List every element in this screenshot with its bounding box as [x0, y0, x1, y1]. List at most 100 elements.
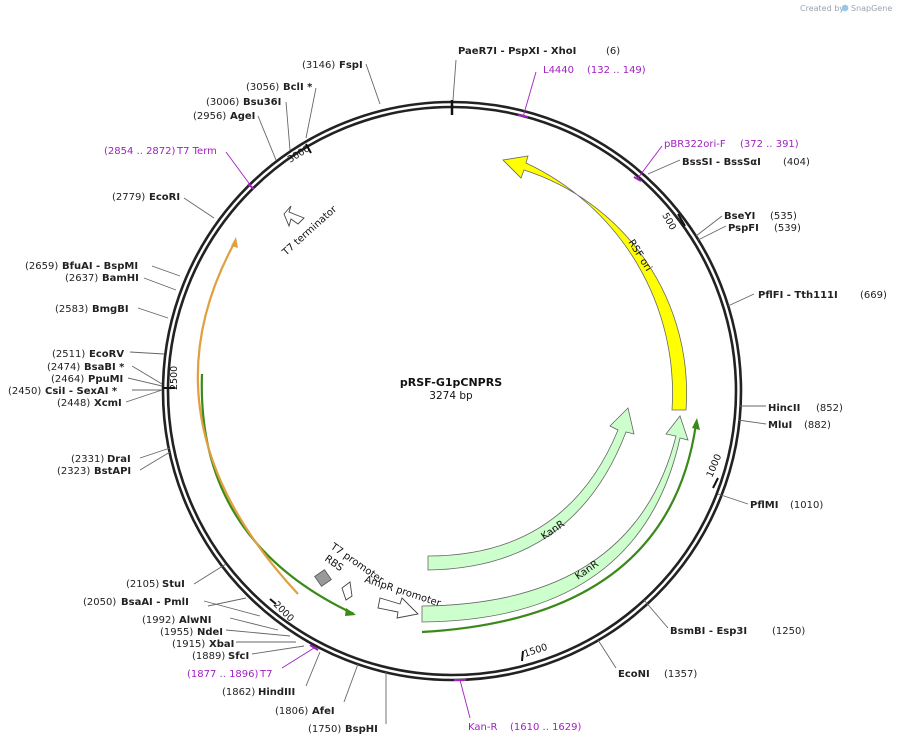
- site-label: XbaI: [209, 639, 234, 650]
- site-pos: (6): [606, 46, 620, 57]
- site-label: PflMI: [750, 500, 778, 511]
- site-label: EcoRI: [149, 192, 180, 203]
- site-label: BsaAI - PmlI: [121, 597, 189, 608]
- rbs-arrow: [341, 581, 353, 601]
- site-pos: (2450): [8, 386, 41, 397]
- primer-label: pBR322ori-F: [664, 139, 726, 150]
- green-track-left-arrow: [345, 608, 356, 616]
- site-label: BfuAI - BspMI: [62, 261, 138, 272]
- plasmid-length: 3274 bp: [429, 390, 473, 402]
- site-label: PspFI: [728, 223, 759, 234]
- site-label: PaeR7I - PspXI - XhoI: [458, 46, 576, 57]
- site-label: BamHI: [102, 273, 139, 284]
- credit-text: Created by: [800, 4, 844, 13]
- site-label: EcoNI: [618, 669, 650, 680]
- primer-range: (132 .. 149): [587, 65, 646, 76]
- primer-label: T7 Term: [176, 146, 217, 157]
- plasmid-name: pRSF-G1pCNPRS: [400, 376, 502, 389]
- site-label: BssSI - BssSαI: [682, 157, 761, 168]
- primer-range: (372 .. 391): [740, 139, 799, 150]
- site-pos: (2105): [126, 579, 159, 590]
- site-pos: (1806): [275, 706, 308, 717]
- t7-promoter-box: [314, 569, 332, 587]
- site-label: SfcI: [228, 651, 249, 662]
- site-label: CsiI - SexAI *: [45, 386, 118, 397]
- rsf-ori-arrow: [502, 155, 687, 411]
- site-pos: (1862): [222, 687, 255, 698]
- site-pos: (2474): [47, 362, 80, 373]
- site-pos: (1357): [664, 669, 697, 680]
- ampr-promoter-arrow: [377, 597, 419, 619]
- site-label: BmgBI: [92, 304, 129, 315]
- site-pos: (2956): [193, 111, 226, 122]
- credit-brand: SnapGene: [851, 4, 892, 13]
- tick-marks: [163, 143, 719, 662]
- kanr-outer-arrow: [421, 415, 689, 623]
- site-pos: (2050): [83, 597, 116, 608]
- site-label: HincII: [768, 403, 800, 414]
- site-label: Bsu36I: [243, 97, 281, 108]
- site-label: AlwNI: [179, 615, 212, 626]
- site-label: BclI *: [283, 82, 313, 93]
- site-label: BsmBI - Esp3I: [670, 626, 747, 637]
- site-pos: (2448): [57, 398, 90, 409]
- site-label: BsaBI *: [84, 362, 125, 373]
- site-label: EcoRV: [89, 349, 124, 360]
- site-pos: (1010): [790, 500, 823, 511]
- site-pos: (3006): [206, 97, 239, 108]
- site-label: MluI: [768, 420, 792, 431]
- site-pos: (3146): [302, 60, 335, 71]
- site-label: BstAPI: [94, 466, 131, 477]
- site-pos: (2323): [57, 466, 90, 477]
- site-pos: (2331): [71, 454, 104, 465]
- site-label: FspI: [339, 60, 363, 71]
- site-pos: (539): [774, 223, 801, 234]
- tick-2500: 2500: [169, 366, 180, 390]
- green-track-right: [421, 423, 698, 634]
- site-label: XcmI: [94, 398, 122, 409]
- site-pos: (2511): [52, 349, 85, 360]
- primer-labels: L4440 (132 .. 149) pBR322ori-F (372 .. 3…: [104, 65, 799, 733]
- site-pos: (1250): [772, 626, 805, 637]
- primer-leader-lines: [225, 71, 663, 719]
- site-pos: (2779): [112, 192, 145, 203]
- primer-range: (2854 .. 2872): [104, 146, 176, 157]
- site-pos: (852): [816, 403, 843, 414]
- site-pos: (1889): [192, 651, 225, 662]
- site-label: HindIII: [258, 687, 295, 698]
- site-pos: (2659): [25, 261, 58, 272]
- t7-terminator-arrow: [283, 205, 305, 228]
- site-pos: (535): [770, 211, 797, 222]
- site-label: AfeI: [312, 706, 335, 717]
- site-labels: PaeR7I - PspXI - XhoI (6) BssSI - BssSαI…: [8, 46, 887, 735]
- site-pos: (1750): [308, 724, 341, 735]
- site-label: PflFI - Tth111I: [758, 290, 838, 301]
- primer-label: Kan-R: [468, 722, 497, 733]
- site-pos: (2637): [65, 273, 98, 284]
- orange-track: [196, 239, 299, 595]
- tick-1000: 1000: [705, 453, 725, 480]
- site-pos: (2464): [51, 374, 84, 385]
- primer-label: L4440: [543, 65, 574, 76]
- orange-track-arrow: [231, 237, 238, 248]
- primer-range: (1610 .. 1629): [510, 722, 582, 733]
- site-pos: (3056): [246, 82, 279, 93]
- snapgene-logo-icon: [841, 4, 849, 12]
- site-pos: (1955): [160, 627, 193, 638]
- primer-range: (1877 .. 1896): [187, 669, 259, 680]
- kanr-inner-arrow: [427, 407, 635, 571]
- site-label: NdeI: [197, 627, 223, 638]
- site-pos: (1992): [142, 615, 175, 626]
- site-pos: (882): [804, 420, 831, 431]
- primer-label: T7: [259, 669, 272, 680]
- site-pos: (2583): [55, 304, 88, 315]
- site-label: StuI: [162, 579, 185, 590]
- tick-1500: 1500: [523, 642, 549, 660]
- green-track-left: [200, 373, 355, 615]
- site-leader-lines: [125, 59, 767, 724]
- site-label: AgeI: [230, 111, 255, 122]
- site-pos: (404): [783, 157, 810, 168]
- site-pos: (669): [860, 290, 887, 301]
- site-label: PpuMI: [88, 374, 123, 385]
